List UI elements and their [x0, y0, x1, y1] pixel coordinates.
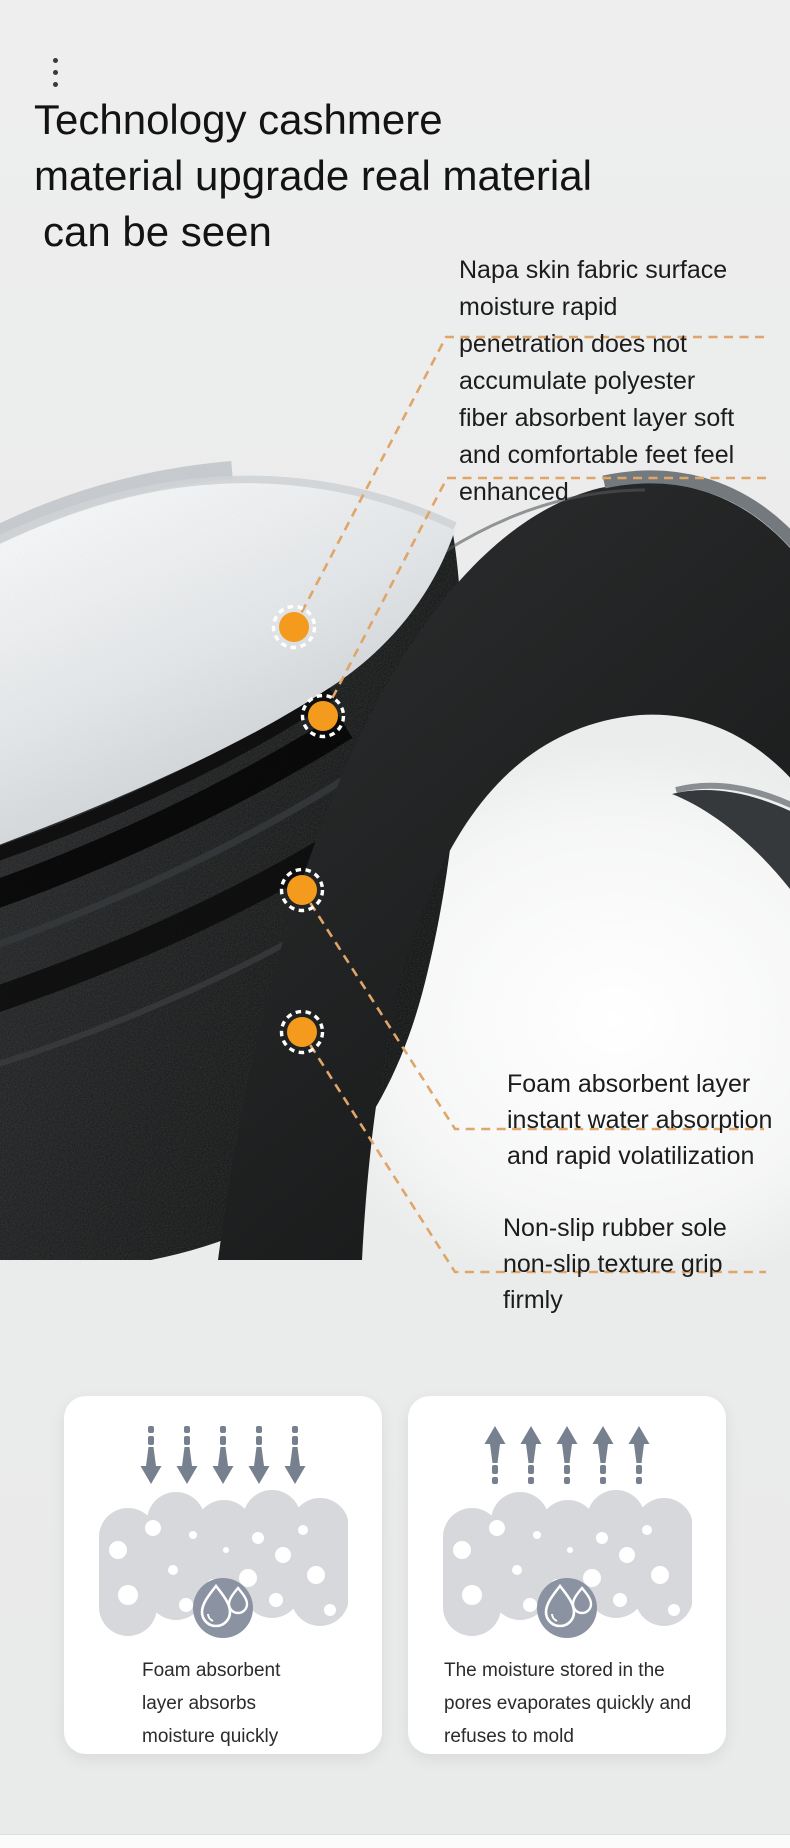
page-title: Technology cashmere material upgrade rea…	[34, 92, 592, 260]
annotation-line: accumulate polyester	[459, 367, 696, 395]
annotation-foam-text: Foam absorbent layer instant water absor…	[507, 1066, 772, 1174]
next-section-edge	[0, 1834, 790, 1848]
card-text-line: refuses to mold	[444, 1726, 574, 1747]
card-text-line: The moisture stored in the	[444, 1660, 665, 1681]
card-absorption: Foam absorbent layer absorbs moisture qu…	[64, 1396, 382, 1754]
annotation-napa-text: Napa skin fabric surface moisture rapid …	[459, 252, 734, 511]
card-text-line: moisture quickly	[142, 1726, 279, 1747]
annotation-line: non-slip texture grip	[503, 1250, 723, 1278]
annotation-line: and rapid volatilization	[507, 1142, 755, 1170]
card-text-line: pores evaporates quickly and	[444, 1693, 692, 1714]
annotation-line: moisture rapid	[459, 293, 618, 321]
annotation-line: penetration does not	[459, 330, 687, 358]
sponge-foam-icon	[99, 1490, 348, 1638]
annotation-line: fiber absorbent layer soft	[459, 404, 735, 432]
annotation-line: firmly	[503, 1286, 563, 1314]
annotation-line: enhanced	[459, 478, 569, 506]
card-text-line: Foam absorbent	[142, 1660, 281, 1681]
curling-mat-edge	[672, 782, 790, 890]
card-evaporation: The moisture stored in the pores evapora…	[408, 1396, 726, 1754]
water-drop-badge-icon	[193, 1578, 253, 1638]
title-line: Technology cashmere	[34, 96, 443, 143]
card-text-line: layer absorbs	[142, 1693, 257, 1714]
title-line: can be seen	[43, 208, 272, 255]
card-evaporation-text: The moisture stored in the pores evapora…	[444, 1654, 691, 1753]
card-absorption-text: Foam absorbent layer absorbs moisture qu…	[142, 1654, 280, 1753]
vertical-ellipsis-icon	[53, 58, 59, 94]
water-drop-badge-icon	[537, 1578, 597, 1638]
annotation-line: Non-slip rubber sole	[503, 1214, 727, 1242]
annotation-line: and comfortable feet feel	[459, 441, 735, 469]
arrows-up-icon	[484, 1426, 650, 1484]
title-line: material upgrade real material	[34, 152, 592, 199]
annotation-line: Foam absorbent layer	[507, 1070, 751, 1098]
annotation-nonslip-text: Non-slip rubber sole non-slip texture gr…	[503, 1210, 727, 1318]
annotation-line: instant water absorption	[507, 1106, 773, 1134]
sponge-foam-icon	[443, 1490, 692, 1638]
arrows-down-icon	[140, 1426, 306, 1484]
annotation-line: Napa skin fabric surface	[459, 256, 728, 284]
